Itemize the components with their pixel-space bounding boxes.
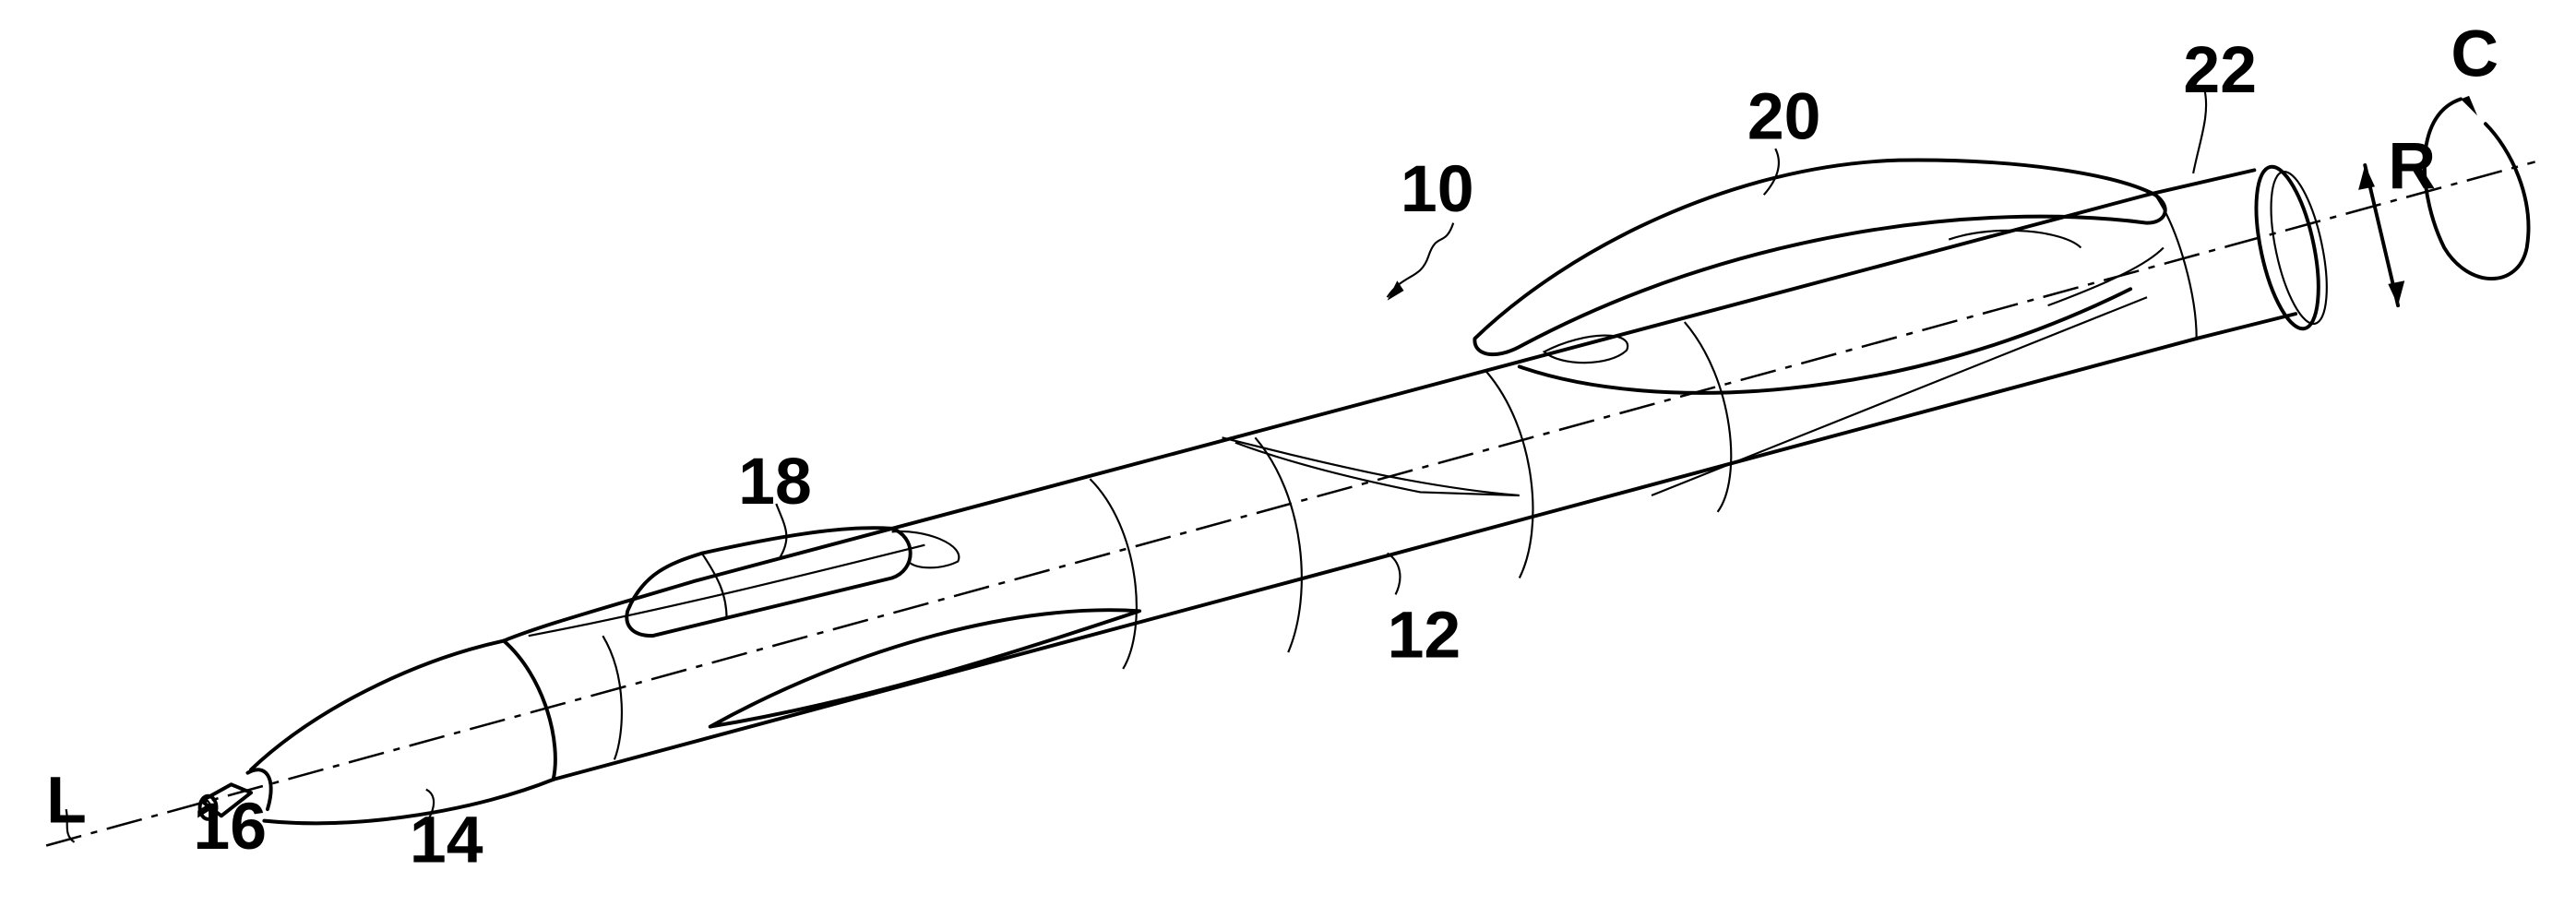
label-pen: 10 — [1401, 152, 1474, 226]
label-circumferential-c: C — [2451, 17, 2498, 90]
label-clip: 20 — [1747, 79, 1821, 153]
label-radial-r: R — [2388, 129, 2436, 203]
leader-lines — [65, 90, 2208, 843]
radial-arrow — [2358, 163, 2405, 308]
grip-button — [528, 526, 960, 638]
label-tip: 16 — [193, 790, 267, 864]
label-grip-button: 18 — [738, 445, 812, 519]
clip — [1473, 158, 2167, 395]
label-front-section: 14 — [410, 803, 483, 876]
end-cap — [2145, 164, 2328, 340]
label-body: 12 — [1388, 598, 1461, 672]
pen-body — [501, 193, 2199, 781]
label-axis-l: L — [46, 763, 87, 837]
front-section — [249, 635, 623, 826]
rotation-arrow — [2422, 95, 2531, 280]
label-end-cap: 22 — [2183, 33, 2257, 107]
